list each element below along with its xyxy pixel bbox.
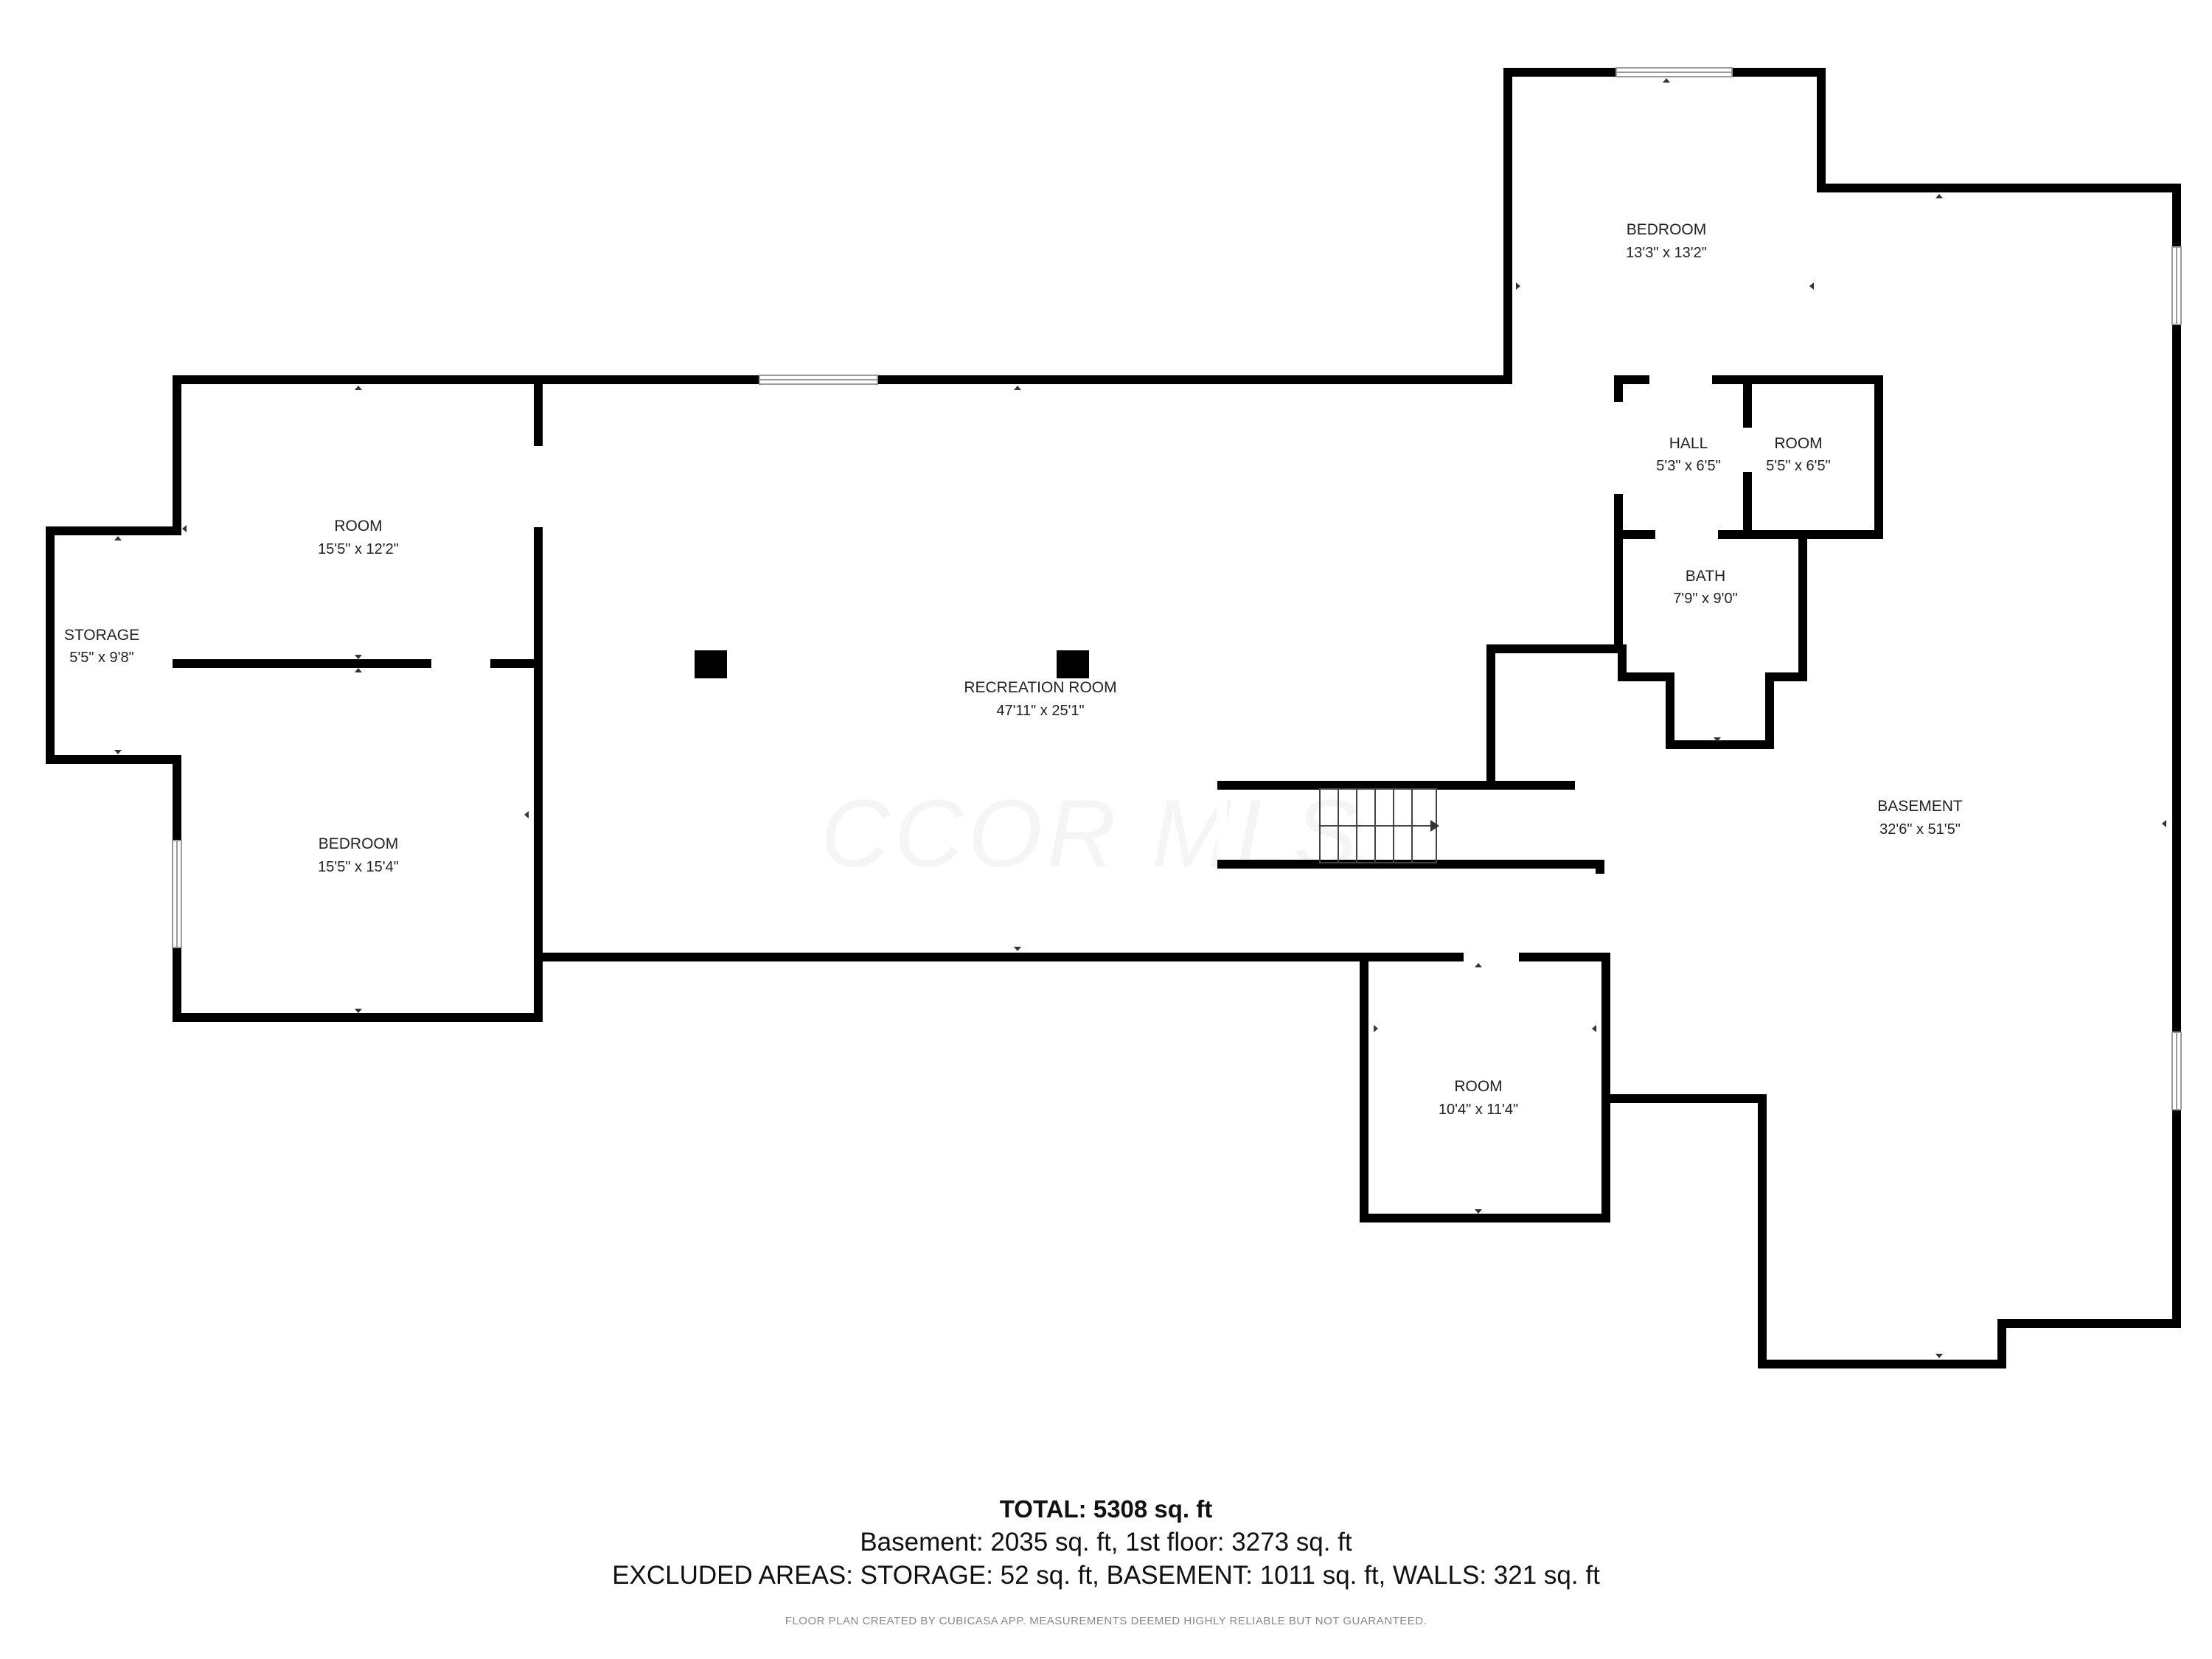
measurement-markers	[114, 78, 2166, 1358]
room-bedroom-top: BEDROOM 13'3" x 13'2"	[1626, 221, 1707, 261]
support-column	[1057, 650, 1089, 678]
room-lower: ROOM 10'4" x 11'4"	[1439, 1078, 1518, 1118]
total-area: TOTAL: 5308 sq. ft	[999, 1495, 1213, 1523]
room-dimensions: 15'5" x 15'4"	[318, 859, 399, 875]
left-wing-top-wall	[173, 375, 1512, 535]
room-hall: HALL 5'3" x 6'5"	[1656, 435, 1720, 474]
windows	[172, 67, 2182, 1110]
room-name: BEDROOM	[319, 835, 399, 852]
credit-note: FLOOR PLAN CREATED BY CUBICASA APP. MEAS…	[785, 1615, 1427, 1627]
watermark: CCOR MLS	[821, 779, 1362, 887]
room-dimensions: 7'9" x 9'0"	[1673, 591, 1737, 607]
room-small: ROOM 5'5" x 6'5"	[1766, 435, 1830, 474]
excluded-areas: EXCLUDED AREAS: STORAGE: 52 sq. ft, BASE…	[612, 1561, 1600, 1590]
room-storage: STORAGE 5'5" x 9'8"	[64, 627, 139, 666]
room-name: ROOM	[1774, 435, 1822, 452]
support-column	[695, 650, 727, 678]
left-wing-walls	[173, 755, 543, 1022]
room-name: ROOM	[334, 518, 382, 535]
room-dimensions: 10'4" x 11'4"	[1439, 1102, 1518, 1118]
storage-walls	[46, 526, 181, 764]
bath-walls	[1614, 530, 1807, 749]
walls	[46, 68, 2181, 1368]
room-name: RECREATION ROOM	[964, 679, 1116, 696]
room-bath: BATH 7'9" x 9'0"	[1673, 568, 1737, 607]
room-dimensions: 47'11" x 25'1"	[996, 703, 1084, 719]
room-name: HALL	[1669, 435, 1708, 452]
room-bedroom-left: BEDROOM 15'5" x 15'4"	[318, 835, 399, 875]
door-openings	[172, 375, 1753, 962]
room-dimensions: 5'5" x 6'5"	[1766, 458, 1830, 474]
room-dimensions: 5'5" x 9'8"	[69, 650, 133, 666]
stair-direction-arrow-icon	[1430, 820, 1439, 832]
lower-room-walls	[1360, 953, 1610, 1222]
room-name: STORAGE	[64, 627, 139, 644]
room-dimensions: 13'3" x 13'2"	[1626, 245, 1707, 261]
room-name: BASEMENT	[1877, 798, 1963, 815]
room-name: BATH	[1686, 568, 1725, 585]
room-dimensions: 32'6" x 51'5"	[1879, 821, 1961, 838]
room-dimensions: 5'3" x 6'5"	[1656, 458, 1720, 474]
floor-areas: Basement: 2035 sq. ft, 1st floor: 3273 s…	[860, 1528, 1352, 1557]
room-name: BEDROOM	[1627, 221, 1707, 238]
room-basement: BASEMENT 32'6" x 51'5"	[1877, 798, 1963, 838]
stairs	[1319, 788, 1439, 863]
corridor-walls	[1486, 644, 1623, 790]
room-dimensions: 15'5" x 12'2"	[318, 541, 399, 557]
room-recreation: RECREATION ROOM 47'11" x 25'1"	[964, 679, 1116, 719]
room-name: ROOM	[1454, 1078, 1502, 1095]
room-upper-left: ROOM 15'5" x 12'2"	[318, 518, 399, 557]
